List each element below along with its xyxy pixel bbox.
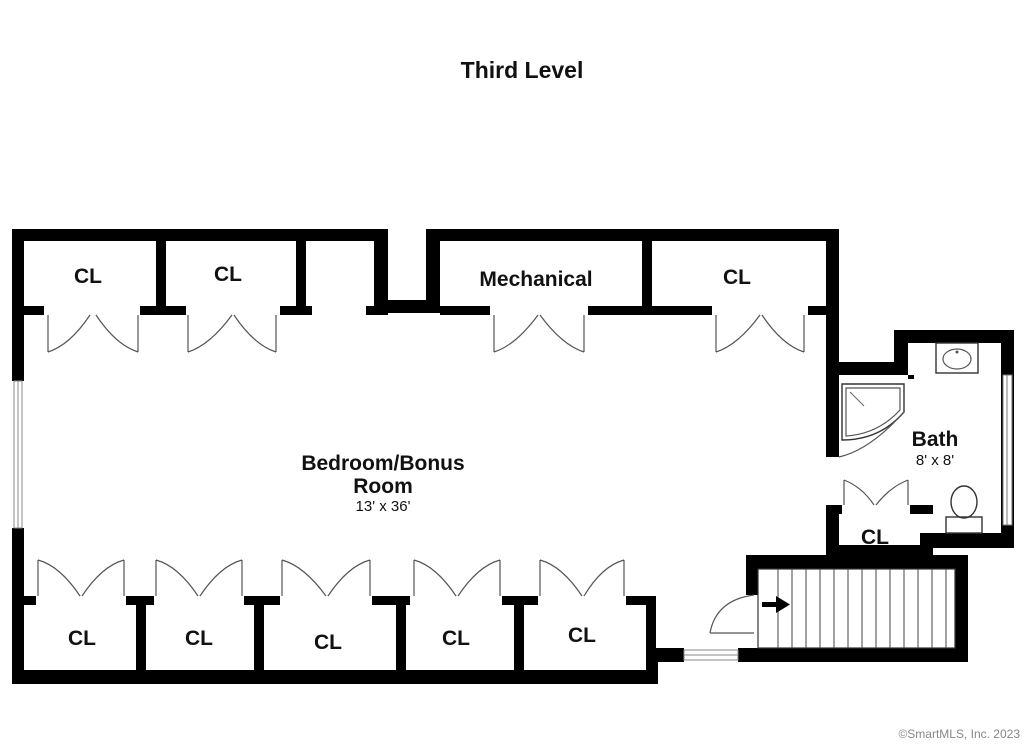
bottom-closet-walls — [24, 596, 656, 670]
top-closet-doors — [47, 314, 805, 353]
closet-label: CL — [68, 627, 96, 650]
stair-direction-arrow-icon — [762, 596, 790, 613]
closet-label: CL — [185, 627, 213, 650]
closet-label: CL — [442, 627, 470, 650]
bath-label: Bath — [912, 428, 959, 451]
bath-dimensions: 8' x 8' — [916, 452, 954, 469]
closet-label: CL — [568, 624, 596, 647]
plan-title: Third Level — [461, 57, 584, 83]
windows — [13, 380, 739, 661]
stairs — [709, 568, 956, 649]
closet-label: CL — [74, 265, 102, 288]
bedroom-bonus-room-label: Bedroom/Bonus — [301, 452, 464, 475]
copyright-notice: ©SmartMLS, Inc. 2023 — [898, 727, 1020, 741]
closet-label: CL — [314, 631, 342, 654]
closet-label: CL — [723, 266, 751, 289]
bottom-closet-doors — [37, 559, 625, 597]
mechanical-room-label: Mechanical — [479, 268, 592, 291]
exterior-walls — [12, 229, 1014, 684]
bedroom-bonus-room-label-line2: Room — [353, 475, 413, 498]
bath-fixtures — [826, 342, 983, 534]
bedroom-bonus-room-dimensions: 13' x 36' — [356, 498, 411, 515]
closet-label: CL — [214, 263, 242, 286]
top-closet-walls — [24, 241, 826, 315]
closet-label: CL — [861, 526, 889, 549]
